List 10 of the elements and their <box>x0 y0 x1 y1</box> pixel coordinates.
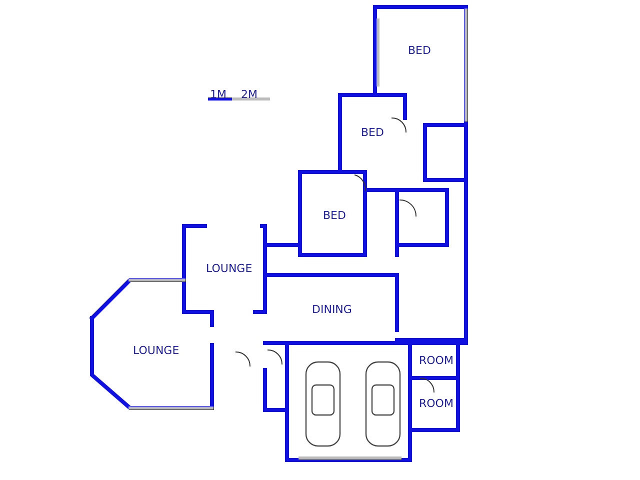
room-label: ROOM <box>419 398 454 410</box>
room-label: ROOM <box>419 355 454 367</box>
scale-label: 1M <box>210 89 226 101</box>
room-label: DINING <box>312 304 352 316</box>
room-label: BED <box>408 45 431 57</box>
room-label: BED <box>361 127 384 139</box>
room-label: LOUNGE <box>206 263 252 275</box>
room-label: BED <box>323 210 346 222</box>
scale-label: 2M <box>241 89 258 101</box>
room-label: LOUNGE <box>133 345 180 357</box>
